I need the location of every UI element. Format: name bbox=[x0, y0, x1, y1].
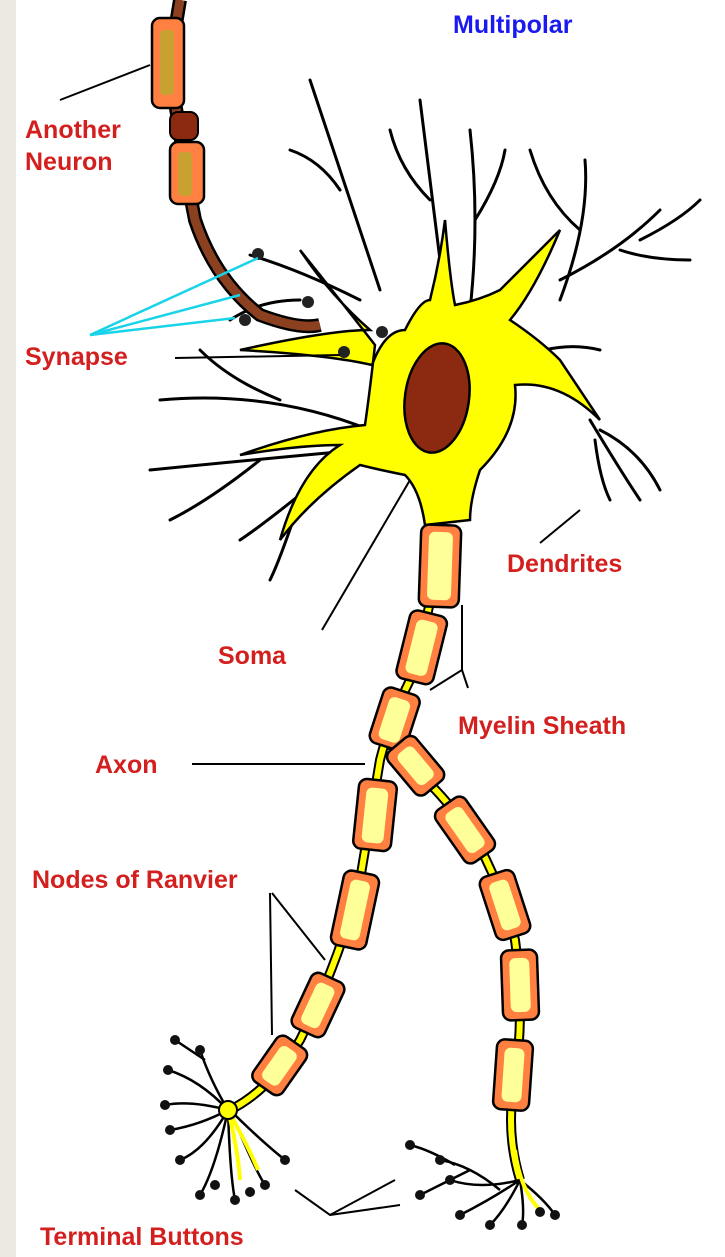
label-synapse: Synapse bbox=[25, 343, 128, 371]
myelin-segments bbox=[249, 524, 539, 1111]
label-another-neuron-line1: Another bbox=[25, 116, 121, 144]
label-myelin-sheath: Myelin Sheath bbox=[458, 712, 626, 740]
label-soma: Soma bbox=[218, 642, 287, 670]
label-terminal-buttons: Terminal Buttons bbox=[40, 1223, 244, 1251]
diagram-title: Multipolar bbox=[453, 11, 573, 39]
label-nodes-of-ranvier: Nodes of Ranvier bbox=[32, 866, 238, 894]
terminal-hub-left bbox=[219, 1101, 237, 1119]
terminal-yellow-left bbox=[228, 1110, 258, 1180]
another-neuron-axon bbox=[152, 0, 320, 326]
label-dendrites: Dendrites bbox=[507, 550, 622, 578]
label-axon: Axon bbox=[95, 751, 158, 779]
label-another-neuron-line2: Neuron bbox=[25, 148, 113, 176]
terminal-branches-right bbox=[410, 1145, 555, 1225]
synapse-lines bbox=[90, 258, 258, 335]
